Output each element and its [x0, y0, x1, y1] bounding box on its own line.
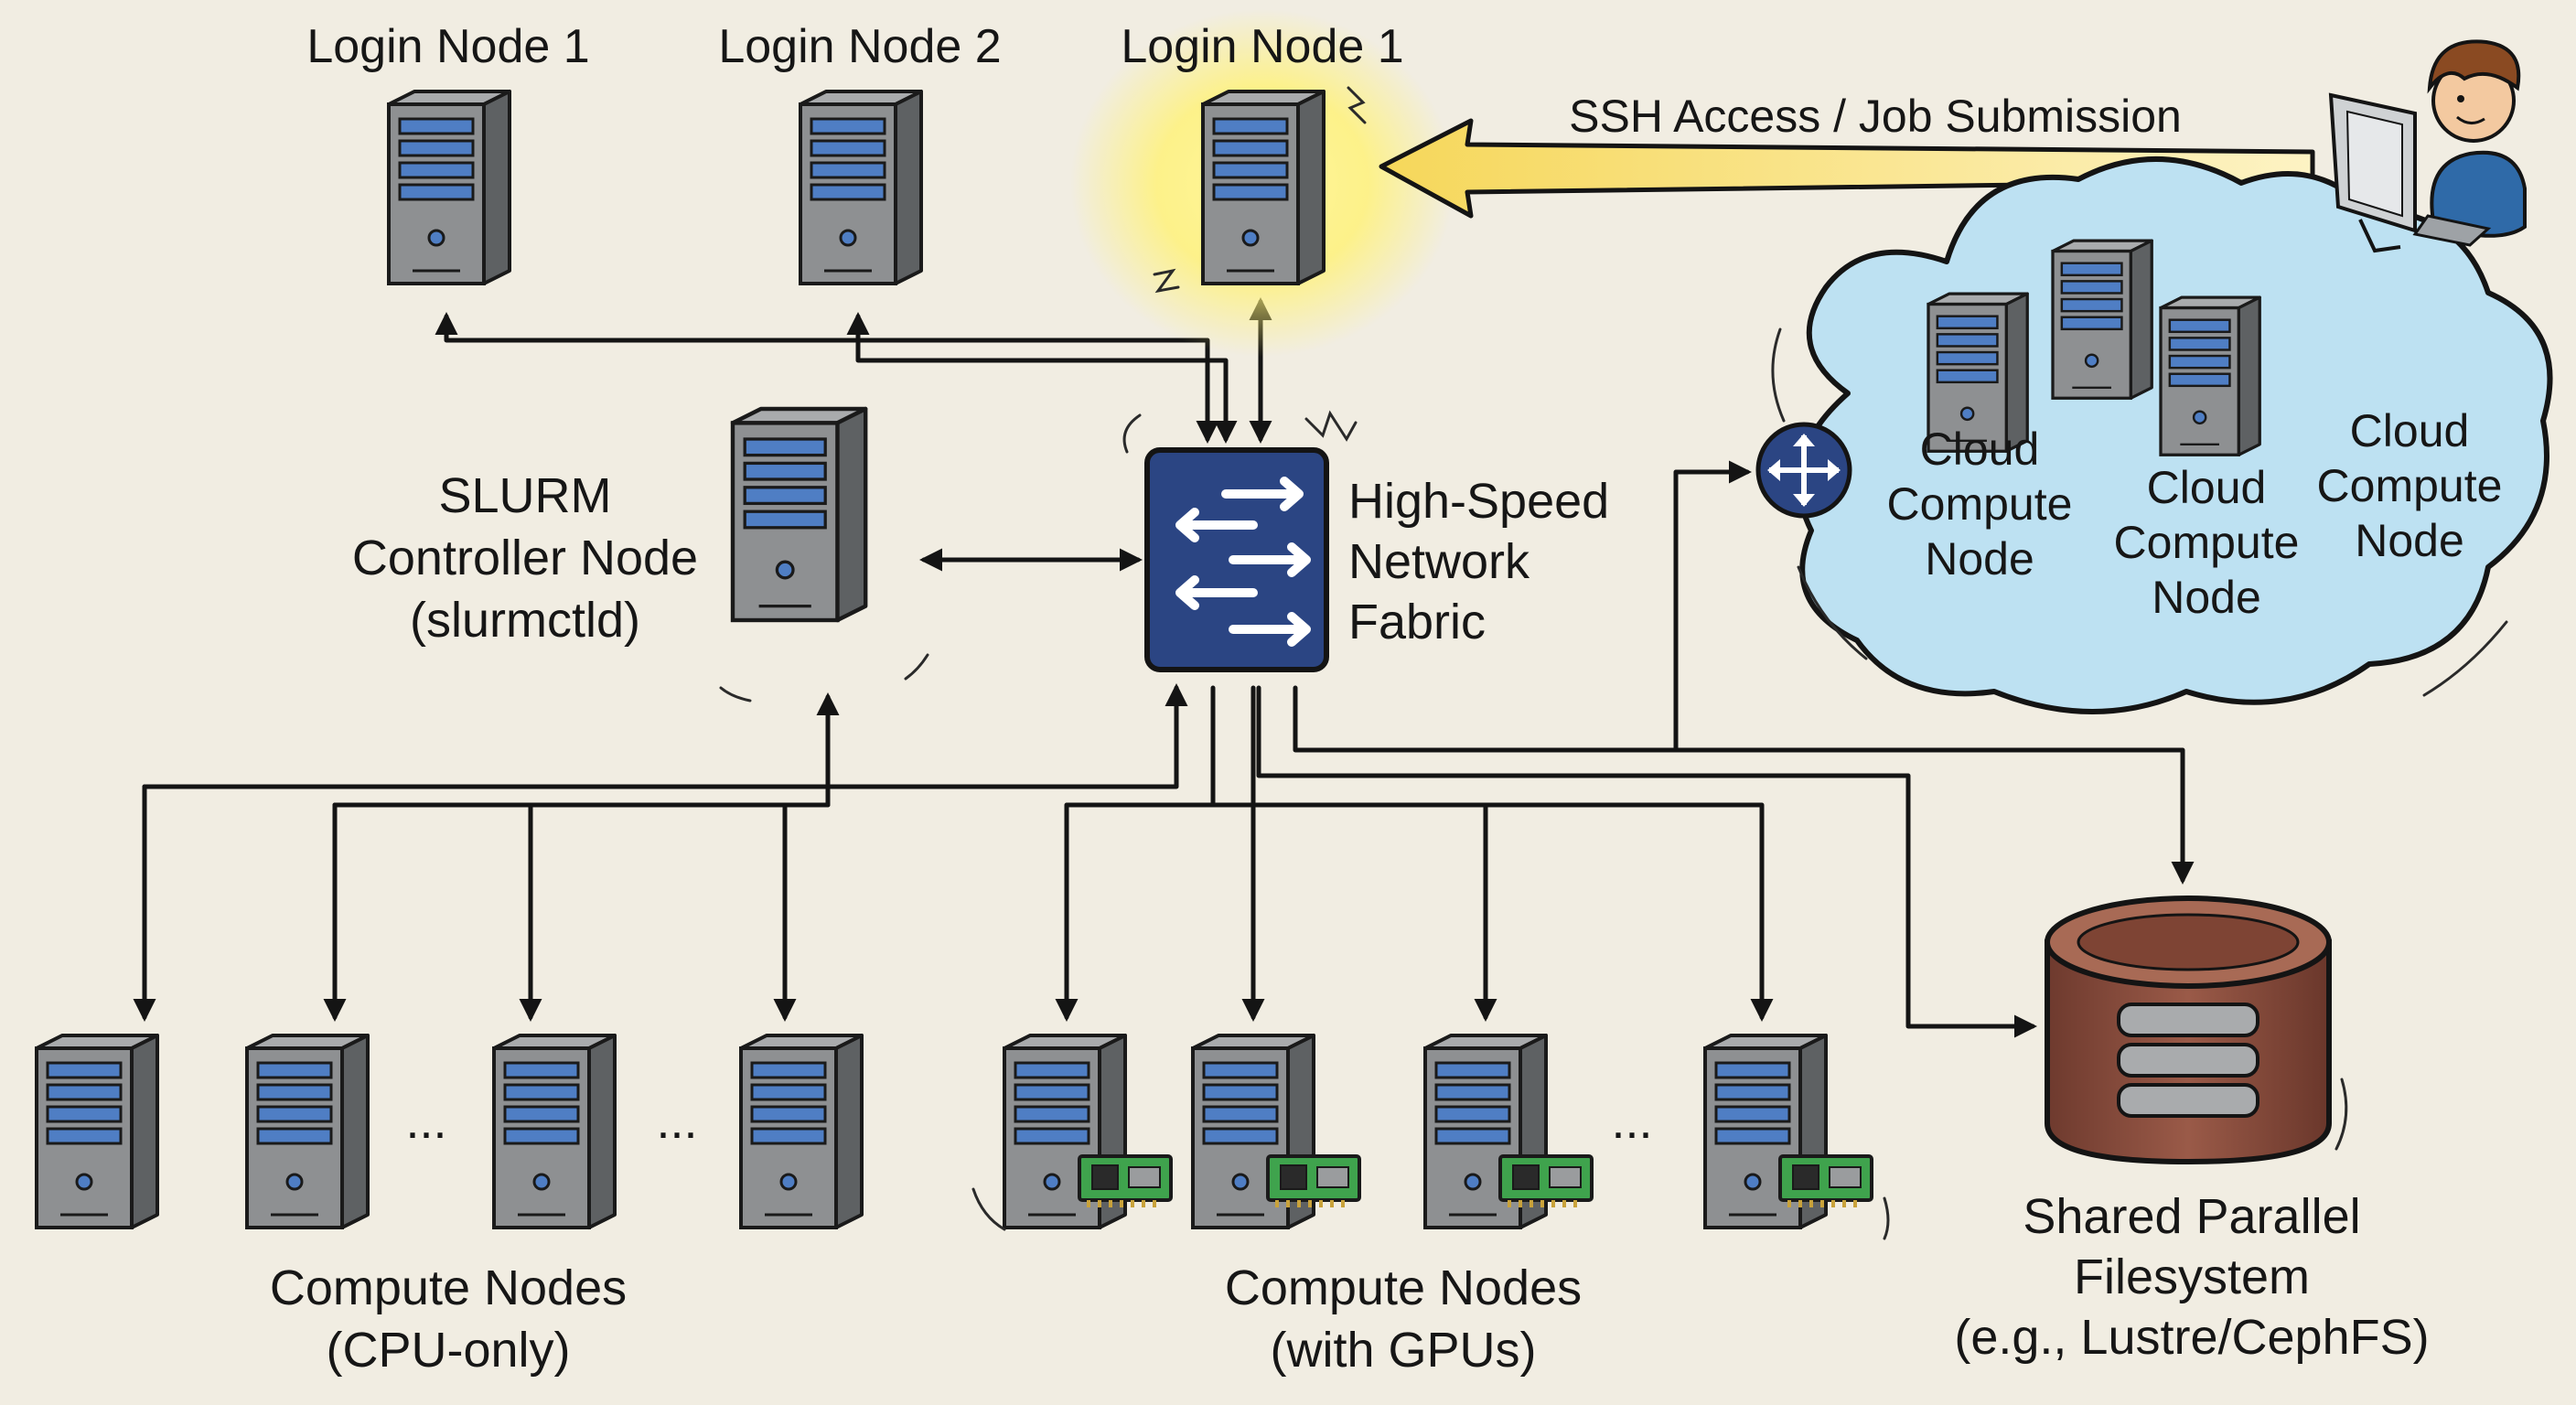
shared-filesystem[interactable] — [2045, 896, 2348, 1165]
server-tower-icon — [245, 1034, 370, 1229]
user-workstation — [2328, 39, 2527, 253]
cloud-router[interactable] — [1755, 422, 1852, 519]
spark-icon — [1347, 86, 1367, 124]
network-label-line3: Fabric — [1348, 595, 1486, 649]
gpu-compute-node[interactable] — [1191, 1034, 1361, 1229]
cloud-node-2-line1: Cloud — [2147, 462, 2267, 513]
login-node-1[interactable] — [387, 90, 511, 285]
connection-wires — [133, 297, 2195, 1038]
storage-cylinder-icon — [2045, 896, 2332, 1165]
server-tower-icon — [1201, 90, 1326, 285]
router-icon — [1755, 422, 1852, 519]
server-tower-icon — [799, 90, 923, 285]
gpu-card-icon — [1498, 1154, 1594, 1209]
network-label-line1: High-Speed — [1348, 474, 1609, 529]
gpu-ellipsis: ... — [1611, 1094, 1652, 1149]
network-switch-icon — [1144, 447, 1329, 672]
cpu-compute-nodes — [35, 1034, 864, 1229]
slurm-label-line1: SLURM — [438, 468, 611, 523]
ssh-access-label: SSH Access / Job Submission — [1569, 91, 2182, 142]
user-workstation-icon — [2328, 39, 2527, 253]
gpu-compute-node[interactable] — [1003, 1034, 1173, 1229]
login-node-2[interactable] — [799, 90, 923, 285]
server-tower-icon — [2051, 239, 2153, 400]
cloud-node-2-line2: Compute — [2114, 517, 2300, 568]
gpu-nodes-label-line1: Compute Nodes — [1225, 1260, 1582, 1315]
network-switch[interactable] — [1122, 410, 1358, 672]
cpu-nodes-label-line2: (CPU-only) — [326, 1323, 570, 1378]
filesystem-label-line1: Shared Parallel — [2023, 1189, 2360, 1244]
cloud-node-2-line3: Node — [2152, 572, 2261, 623]
login-node-active[interactable] — [1153, 86, 1367, 294]
cpu-ellipsis-2: ... — [656, 1094, 697, 1149]
cpu-compute-node[interactable] — [739, 1034, 864, 1229]
cloud-node-3-line2: Compute — [2317, 460, 2503, 511]
cloud-node-1-line3: Node — [1925, 533, 2034, 585]
cpu-compute-node[interactable] — [35, 1034, 159, 1229]
slurm-label-line3: (slurmctld) — [410, 593, 640, 648]
slurm-label-line2: Controller Node — [352, 531, 698, 585]
gpu-card-icon — [1266, 1154, 1361, 1209]
cloud-node-3-line3: Node — [2355, 515, 2464, 566]
cpu-ellipsis-1: ... — [405, 1094, 446, 1149]
network-label-line2: Network — [1348, 534, 1530, 589]
server-tower-icon — [492, 1034, 617, 1229]
gpu-compute-node[interactable] — [1703, 1034, 1873, 1229]
filesystem-label-line3: (e.g., Lustre/CephFS) — [1954, 1310, 2429, 1365]
cloud-node-3-line1: Cloud — [2350, 405, 2470, 456]
gpu-card-icon — [1778, 1154, 1873, 1209]
gpu-compute-node[interactable] — [1423, 1034, 1594, 1229]
gpu-card-icon — [1078, 1154, 1173, 1209]
cloud-node-1-line2: Compute — [1887, 478, 2073, 530]
spark-icon — [1153, 268, 1180, 294]
login-node-active-label: Login Node 1 — [1121, 20, 1403, 73]
slurm-controller-node[interactable] — [719, 409, 929, 702]
gpu-compute-nodes — [971, 1034, 1890, 1240]
login-node-1-label: Login Node 1 — [306, 20, 589, 73]
filesystem-label-line2: Filesystem — [2074, 1249, 2310, 1304]
cloud-compute-node-3[interactable] — [2159, 295, 2261, 456]
cpu-compute-node[interactable] — [492, 1034, 617, 1229]
login-node-2-label: Login Node 2 — [718, 20, 1001, 73]
cloud-compute-node-2[interactable] — [2051, 239, 2153, 400]
server-tower-icon — [733, 409, 865, 620]
server-tower-icon — [2159, 295, 2261, 456]
server-tower-icon — [739, 1034, 864, 1229]
cpu-compute-node[interactable] — [245, 1034, 370, 1229]
server-tower-icon — [35, 1034, 159, 1229]
ssh-arrow — [1379, 118, 2315, 219]
gpu-nodes-label-line2: (with GPUs) — [1270, 1323, 1536, 1378]
server-tower-icon — [387, 90, 511, 285]
cpu-nodes-label-line1: Compute Nodes — [270, 1260, 627, 1315]
spark-icon — [1304, 410, 1358, 442]
cloud-node-1-line1: Cloud — [1920, 424, 2040, 475]
